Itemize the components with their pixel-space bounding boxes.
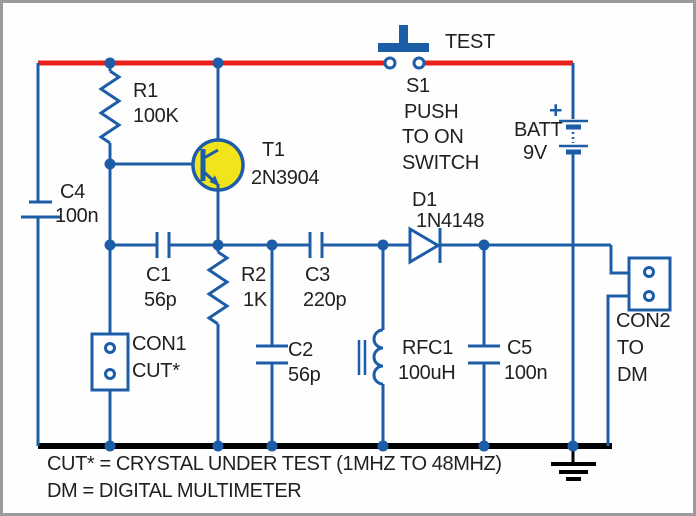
transistor-t1-collector-arm [203, 148, 219, 160]
s1-ref-label: S1 [406, 75, 430, 97]
junction-dot [266, 239, 278, 251]
legend-line-2: DM = DIGITAL MULTIMETER [47, 480, 301, 502]
junction-dot [567, 440, 579, 452]
con2-dest-line2: DM [617, 364, 648, 386]
s1-desc-line2: TO ON [402, 126, 463, 148]
junction-dot [478, 239, 490, 251]
c5-value-label: 100n [504, 362, 547, 384]
junction-dot [212, 57, 224, 69]
c4-ref-label: C4 [60, 181, 85, 203]
junction-dot [104, 239, 116, 251]
junction-dot [266, 440, 278, 452]
con2-ref-label: CON2 [616, 310, 671, 332]
junction-dot [478, 440, 490, 452]
r2-value-label: 1K [243, 289, 268, 311]
connector-con2-body [627, 256, 672, 312]
c1-value-label: 56p [144, 289, 177, 311]
junction-dot [104, 158, 116, 170]
r2-ref-label: R2 [241, 264, 266, 286]
con1-cut-label: CUT* [132, 360, 180, 382]
connector-con2-pin-2 [643, 290, 655, 302]
rfc1-ref-label: RFC1 [402, 337, 453, 359]
junction-dot [212, 239, 224, 251]
connector-con1-pin-2 [104, 368, 116, 380]
c5-ref-label: C5 [507, 337, 532, 359]
wire-con2-top-pin [609, 245, 629, 275]
c1-ref-label: C1 [146, 264, 171, 286]
junction-dot [377, 440, 389, 452]
c2-ref-label: C2 [288, 339, 313, 361]
battery-plus-icon: + [549, 97, 562, 123]
t1-value-label: 2N3904 [251, 167, 319, 189]
switch-s1-contact-right [412, 56, 426, 70]
switch-s1-contact-left [383, 56, 397, 70]
r1-ref-label: R1 [133, 80, 158, 102]
resistor-r2 [206, 250, 230, 326]
d1-ref-label: D1 [412, 189, 437, 211]
wire-con2-bottom-pin [606, 294, 629, 446]
legend-line-1: CUT* = CRYSTAL UNDER TEST (1MHZ TO 48MHZ… [47, 453, 502, 475]
inductor-rfc1-coil [372, 328, 384, 386]
s1-desc-line1: PUSH [404, 101, 458, 123]
t1-ref-label: T1 [262, 139, 285, 161]
c3-ref-label: C3 [305, 264, 330, 286]
s1-desc-line3: SWITCH [402, 152, 479, 174]
connector-con1-pin-1 [104, 342, 116, 354]
junction-dot [377, 239, 389, 251]
diode-d1-triangle [408, 226, 441, 265]
rfc1-value-label: 100uH [398, 362, 455, 384]
junction-dot [104, 57, 116, 69]
switch-s1-plunger-bar [378, 43, 429, 52]
battery-ref-label: BATT [514, 119, 563, 141]
c3-value-label: 220p [303, 289, 346, 311]
switch-s1-plunger-stem [399, 25, 408, 44]
r1-value-label: 100K [133, 105, 179, 127]
connector-con2-pin-1 [643, 266, 655, 278]
junction-dot [104, 440, 116, 452]
con1-ref-label: CON1 [132, 333, 187, 355]
con2-dest-line1: TO [617, 337, 644, 359]
transistor-t1-emitter-arrow-icon [209, 175, 220, 186]
c2-value-label: 56p [288, 364, 321, 386]
d1-value-label: 1N4148 [416, 210, 484, 232]
s1-action-label: TEST [445, 31, 495, 53]
battery-value-label: 9V [523, 142, 548, 164]
resistor-r1 [98, 69, 122, 145]
c4-value-label: 100n [55, 205, 98, 227]
junction-dot [212, 440, 224, 452]
